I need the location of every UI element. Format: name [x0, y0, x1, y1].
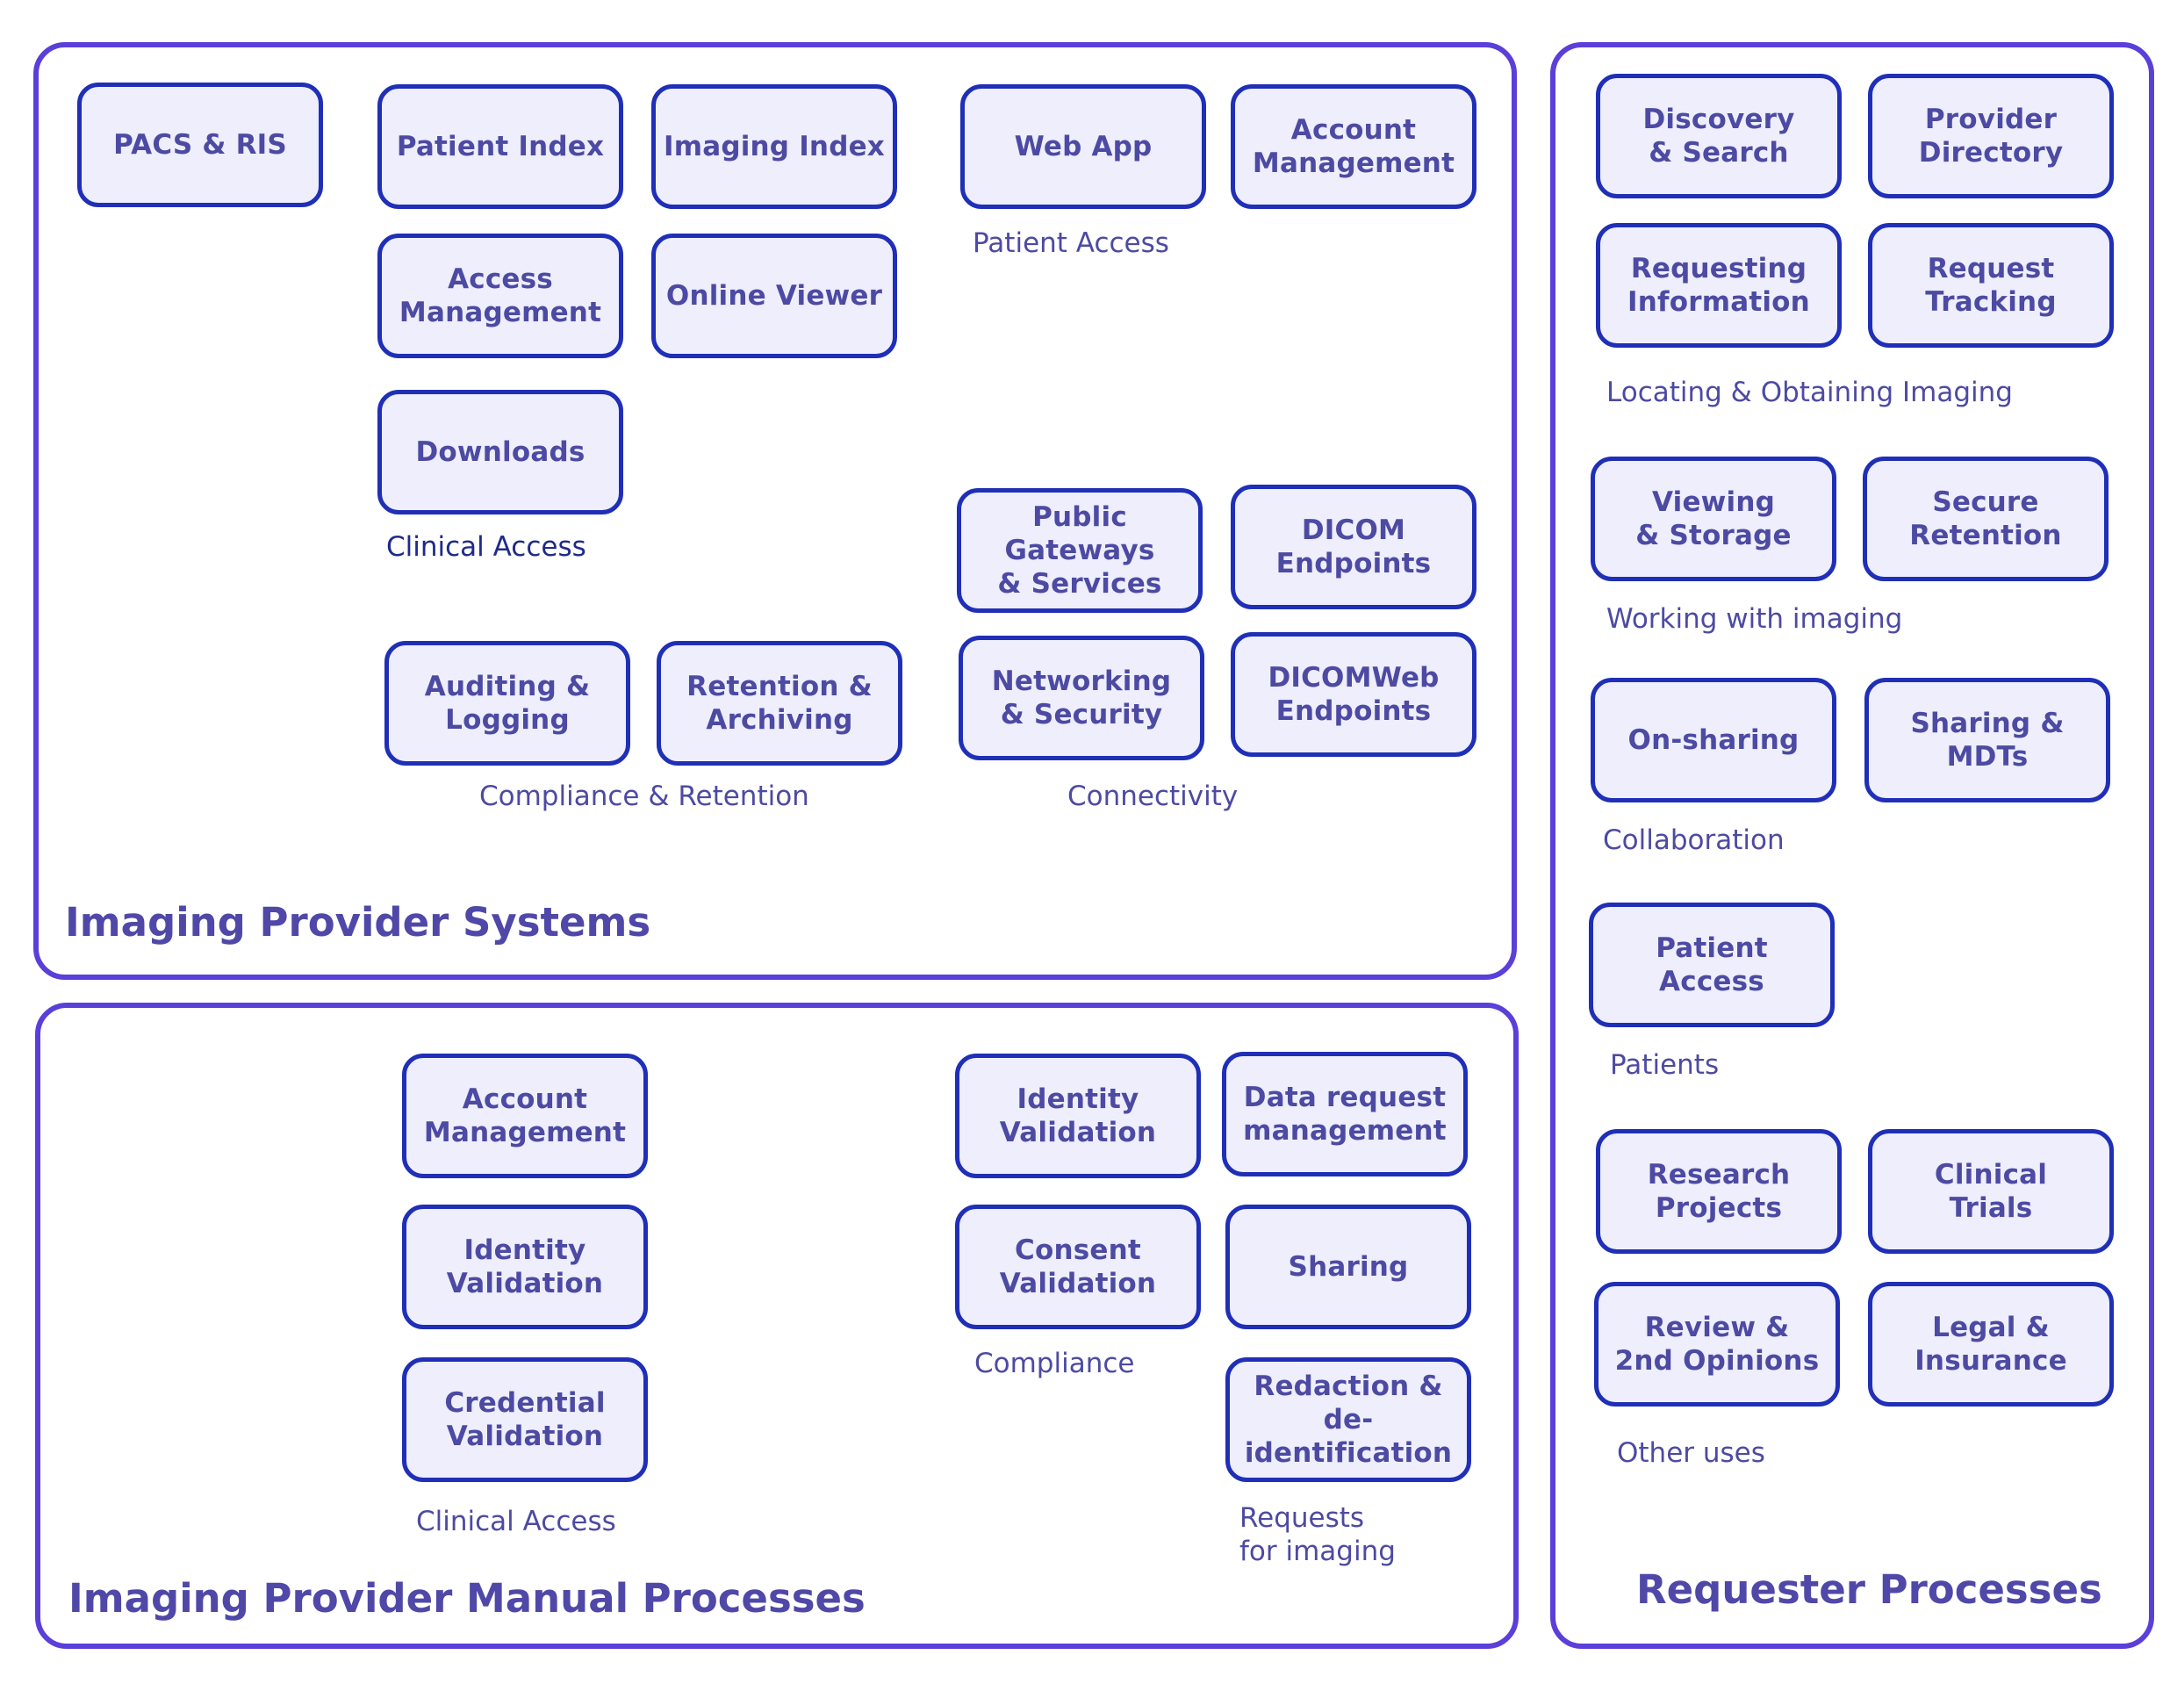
patients-group-label: Patients: [1610, 1049, 1720, 1081]
redaction-label: Redaction & de-identification: [1244, 1371, 1453, 1469]
manual-account-management-label: Account Management: [423, 1083, 627, 1148]
legal-insurance-box[interactable]: Legal & Insurance: [1868, 1282, 2114, 1407]
dicom-endpoints-box[interactable]: DICOM Endpoints: [1231, 485, 1476, 609]
imaging-index-label: Imaging Index: [663, 131, 886, 162]
imaging-index-box[interactable]: Imaging Index: [651, 84, 897, 209]
review-second-opinions-box[interactable]: Review & 2nd Opinions: [1594, 1282, 1840, 1407]
credential-validation-box[interactable]: Credential Validation: [402, 1357, 648, 1482]
requester-patient-access-box[interactable]: Patient Access: [1589, 903, 1835, 1027]
compliance-group-label: Compliance: [974, 1348, 1135, 1379]
redaction-box[interactable]: Redaction & de-identification: [1225, 1357, 1471, 1482]
requesting-information-label: Requesting Information: [1627, 253, 1810, 318]
account-management-label: Account Management: [1252, 114, 1455, 179]
research-projects-box[interactable]: Research Projects: [1596, 1129, 1842, 1254]
sharing-box[interactable]: Sharing: [1225, 1205, 1471, 1329]
imaging-provider-systems-title: Imaging Provider Systems: [65, 899, 651, 946]
discovery-search-label: Discovery & Search: [1642, 104, 1795, 169]
manual-account-management-box[interactable]: Account Management: [402, 1054, 648, 1178]
imaging-provider-manual-processes-title: Imaging Provider Manual Processes: [68, 1575, 866, 1622]
compliance-identity-validation-box[interactable]: Identity Validation: [955, 1054, 1201, 1178]
sharing-mdts-label: Sharing & MDTs: [1910, 708, 2065, 773]
pacs-ris-box[interactable]: PACS & RIS: [77, 83, 323, 207]
public-gateways-label: Public Gateways & Services: [997, 501, 1162, 600]
connectivity-group-label: Connectivity: [1067, 781, 1239, 812]
patient-access-group-label: Patient Access: [973, 227, 1169, 259]
credential-validation-label: Credential Validation: [444, 1387, 606, 1452]
dicomweb-endpoints-label: DICOMWeb Endpoints: [1268, 662, 1440, 727]
consent-validation-label: Consent Validation: [999, 1234, 1157, 1299]
viewing-storage-label: Viewing & Storage: [1635, 486, 1792, 551]
networking-security-label: Networking & Security: [991, 666, 1172, 730]
manual-identity-validation-label: Identity Validation: [446, 1234, 604, 1299]
discovery-search-box[interactable]: Discovery & Search: [1596, 74, 1842, 198]
manual-identity-validation-box[interactable]: Identity Validation: [402, 1205, 648, 1329]
manual-clinical-access-group-label: Clinical Access: [416, 1506, 616, 1537]
clinical-trials-box[interactable]: Clinical Trials: [1868, 1129, 2114, 1254]
research-projects-label: Research Projects: [1647, 1159, 1791, 1224]
working-with-imaging-group-label: Working with imaging: [1606, 603, 1903, 635]
auditing-logging-box[interactable]: Auditing & Logging: [384, 641, 630, 766]
requests-for-imaging-group-label: Requests for imaging: [1239, 1502, 1396, 1567]
patient-index-label: Patient Index: [396, 131, 605, 162]
other-uses-group-label: Other uses: [1617, 1437, 1765, 1469]
review-second-opinions-label: Review & 2nd Opinions: [1614, 1312, 1820, 1377]
request-tracking-box[interactable]: Request Tracking: [1868, 223, 2114, 348]
viewing-storage-box[interactable]: Viewing & Storage: [1591, 457, 1836, 581]
web-app-label: Web App: [1014, 131, 1153, 162]
dicomweb-endpoints-box[interactable]: DICOMWeb Endpoints: [1231, 632, 1476, 757]
dicom-endpoints-label: DICOM Endpoints: [1275, 514, 1432, 579]
downloads-box[interactable]: Downloads: [377, 390, 623, 514]
compliance-identity-validation-label: Identity Validation: [999, 1083, 1157, 1148]
request-tracking-label: Request Tracking: [1925, 253, 2057, 318]
online-viewer-label: Online Viewer: [665, 280, 883, 312]
requesting-information-box[interactable]: Requesting Information: [1596, 223, 1842, 348]
web-app-box[interactable]: Web App: [960, 84, 1206, 209]
retention-archiving-box[interactable]: Retention & Archiving: [657, 641, 902, 766]
account-management-box[interactable]: Account Management: [1231, 84, 1476, 209]
patient-index-box[interactable]: Patient Index: [377, 84, 623, 209]
access-management-box[interactable]: Access Management: [377, 234, 623, 358]
clinical-trials-label: Clinical Trials: [1934, 1159, 2048, 1224]
on-sharing-label: On-sharing: [1627, 724, 1800, 756]
networking-security-box[interactable]: Networking & Security: [959, 636, 1204, 760]
data-request-management-label: Data request management: [1243, 1082, 1447, 1147]
access-management-label: Access Management: [399, 263, 602, 328]
locating-obtaining-group-label: Locating & Obtaining Imaging: [1606, 377, 2013, 408]
legal-insurance-label: Legal & Insurance: [1915, 1312, 2067, 1377]
auditing-logging-label: Auditing & Logging: [424, 671, 591, 736]
secure-retention-label: Secure Retention: [1909, 486, 2062, 551]
clinical-access-group-label: Clinical Access: [386, 531, 586, 563]
online-viewer-box[interactable]: Online Viewer: [651, 234, 897, 358]
sharing-label: Sharing: [1288, 1251, 1409, 1283]
secure-retention-box[interactable]: Secure Retention: [1863, 457, 2109, 581]
requester-processes-title: Requester Processes: [1636, 1566, 2102, 1613]
collaboration-group-label: Collaboration: [1603, 824, 1785, 856]
pacs-ris-label: PACS & RIS: [113, 129, 287, 161]
downloads-label: Downloads: [415, 436, 586, 468]
public-gateways-box[interactable]: Public Gateways & Services: [957, 488, 1203, 613]
sharing-mdts-box[interactable]: Sharing & MDTs: [1864, 678, 2110, 802]
compliance-retention-group-label: Compliance & Retention: [479, 781, 809, 812]
provider-directory-label: Provider Directory: [1918, 104, 2064, 169]
provider-directory-box[interactable]: Provider Directory: [1868, 74, 2114, 198]
consent-validation-box[interactable]: Consent Validation: [955, 1205, 1201, 1329]
data-request-management-box[interactable]: Data request management: [1222, 1052, 1468, 1176]
requester-patient-access-label: Patient Access: [1656, 932, 1768, 997]
retention-archiving-label: Retention & Archiving: [686, 671, 873, 736]
on-sharing-box[interactable]: On-sharing: [1591, 678, 1836, 802]
